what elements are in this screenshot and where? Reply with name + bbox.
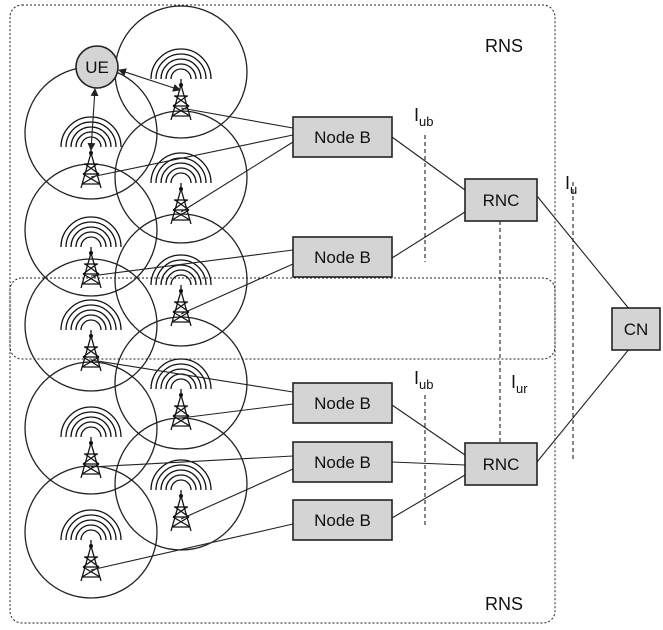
cell-tower-icon (60, 216, 122, 289)
rnc-cn-link (536, 195, 631, 311)
cell-tower-icon (150, 254, 212, 327)
cell-tower-icon (150, 48, 212, 121)
node-b-label: Node B (314, 128, 371, 147)
tower-nodeb-link (180, 263, 294, 315)
node-b-box: Node B (292, 441, 393, 483)
cell-circle (24, 258, 158, 392)
rns-label-bottom: RNS (485, 594, 523, 614)
cell-tower-icon (60, 116, 122, 189)
cell-tower-icon (150, 459, 212, 532)
rnc-label: RNC (483, 191, 520, 210)
cell-circle (114, 316, 248, 450)
rnc-box: RNC (464, 442, 538, 486)
cn-label: CN (624, 320, 649, 339)
iub-label-upper: Iub (414, 105, 433, 129)
nodeb-rnc-link (391, 404, 466, 456)
cell-circle (114, 5, 248, 139)
cell-tower-icon (150, 358, 212, 431)
tower-nodeb-link (90, 249, 294, 277)
tower-nodeb-link (180, 403, 294, 419)
nodeb-rnc-link (391, 211, 466, 259)
rns-upper-boundary (9, 4, 556, 360)
nodeb-rnc-link (391, 461, 466, 466)
tower-nodeb-link (180, 141, 294, 213)
node-b-box: Node B (292, 499, 393, 541)
rns-lower-boundary (9, 277, 556, 624)
tower-nodeb-link (90, 523, 294, 571)
tower-nodeb-link (180, 107, 294, 129)
rns-label-top: RNS (485, 36, 523, 56)
node-b-box: Node B (292, 116, 393, 158)
cell-circle (114, 110, 248, 244)
cell-tower-icon (60, 509, 122, 582)
rnc-label: RNC (483, 455, 520, 474)
nodeb-rnc-link (391, 474, 466, 519)
rnc-cn-link (536, 347, 631, 463)
ue-node: UE (75, 45, 119, 89)
iur-label: Iur (511, 372, 528, 396)
tower-nodeb-link (90, 134, 294, 178)
tower-nodeb-link (90, 359, 294, 393)
iub-label-lower: Iub (414, 368, 433, 392)
node-b-label: Node B (314, 511, 371, 530)
ue-radio-link (118, 68, 181, 92)
cn-box: CN (611, 307, 661, 351)
iu-label: Iu (565, 173, 577, 197)
rnc-box: RNC (464, 178, 538, 222)
node-b-label: Node B (314, 248, 371, 267)
node-b-box: Node B (292, 236, 393, 278)
cell-tower-icon (60, 406, 122, 479)
tower-nodeb-link (90, 455, 294, 468)
tower-nodeb-link (180, 468, 294, 520)
cell-circle (114, 417, 248, 551)
node-b-label: Node B (314, 453, 371, 472)
ue-label: UE (85, 58, 109, 77)
cell-circle (24, 465, 158, 599)
node-b-label: Node B (314, 394, 371, 413)
ue-radio-link (87, 88, 99, 151)
node-b-box: Node B (292, 382, 393, 424)
nodeb-rnc-link (391, 136, 466, 191)
